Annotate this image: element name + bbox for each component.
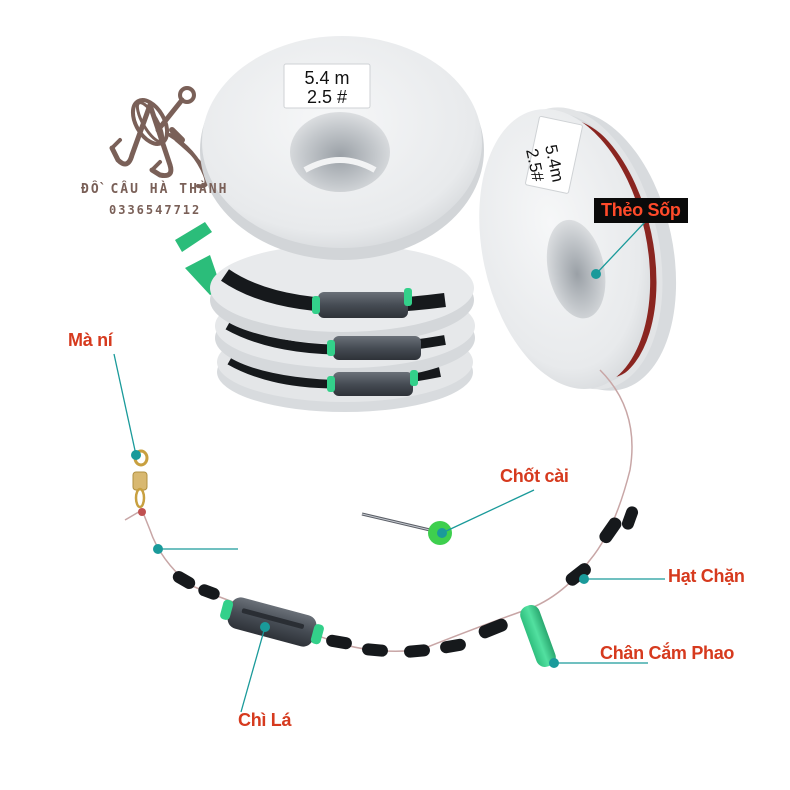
leader-lines bbox=[113, 221, 665, 713]
stopper-beads bbox=[172, 506, 639, 658]
label-hat-chan: Hạt Chặn bbox=[668, 566, 745, 586]
label-chi-la: Chì Lá bbox=[238, 710, 292, 730]
spool-1-size: 2.5 # bbox=[307, 87, 347, 107]
fishing-line bbox=[124, 369, 633, 652]
label-chan-cam-phao: Chân Cắm Phao bbox=[600, 643, 735, 663]
spool-right-label bbox=[525, 115, 583, 194]
spool-1-length: 5.4 m bbox=[304, 68, 349, 88]
brand-name: ĐỒ CÂU HÀ THÀNH bbox=[81, 182, 229, 197]
spool-stack: 5.4 m 2.5 # bbox=[200, 36, 484, 412]
label-ma-ni: Mà ní bbox=[68, 330, 113, 350]
brand-phone: 0336547712 bbox=[109, 203, 202, 217]
label-chot-cai: Chốt cài bbox=[500, 466, 569, 486]
float-holder bbox=[520, 605, 556, 667]
lead-sinker bbox=[220, 597, 324, 647]
anchor-hook-rope-icon bbox=[109, 86, 217, 189]
label-theo-sop: Thẻo Sốp bbox=[594, 198, 688, 223]
swivel bbox=[132, 449, 149, 516]
